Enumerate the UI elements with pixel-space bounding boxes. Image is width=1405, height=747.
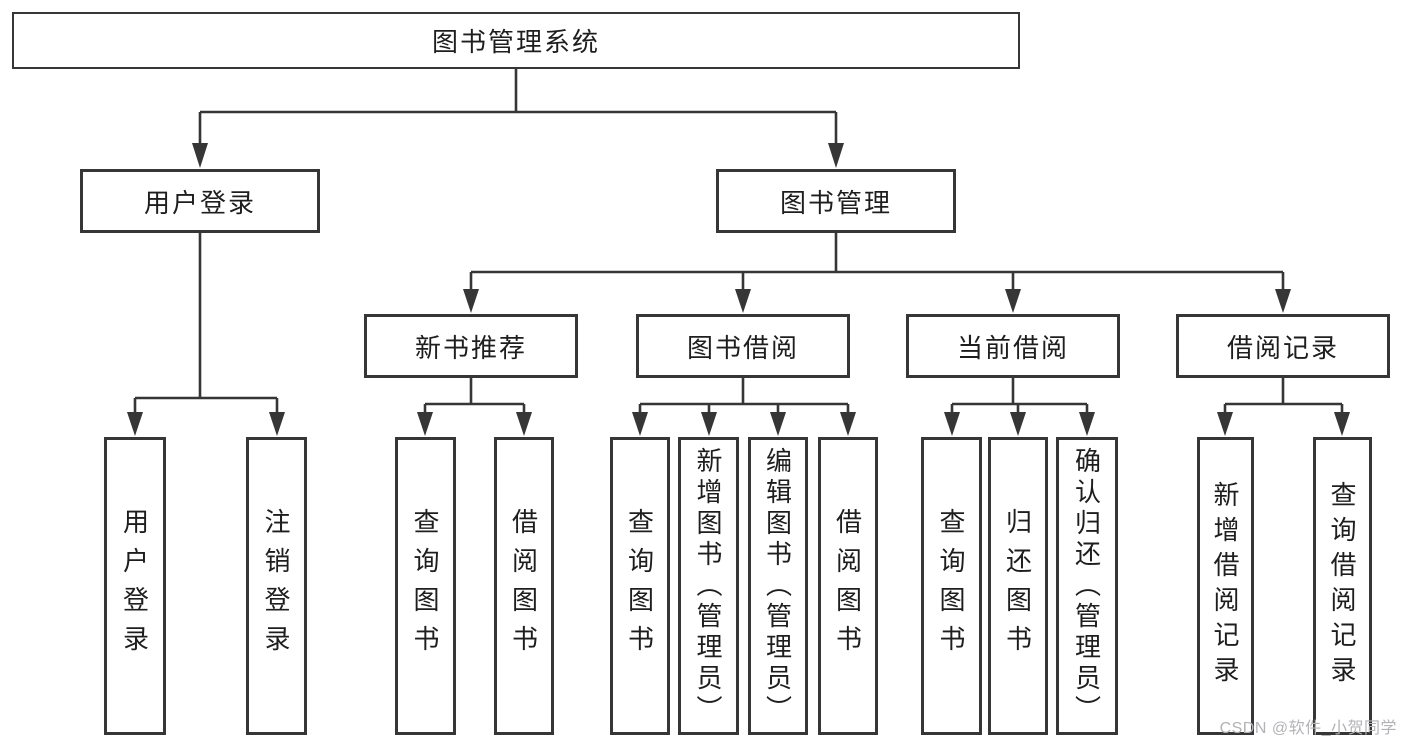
leaf-add-borrow-record: 新增借阅记录	[1197, 437, 1254, 735]
node-root-library-system: 图书管理系统	[12, 12, 1020, 69]
leaf-borrow-book: 借阅图书	[818, 437, 878, 735]
node-current-borrow: 当前借阅	[906, 314, 1120, 378]
node-book-borrow: 图书借阅	[636, 314, 850, 378]
leaf-edit-book-admin: 编辑图书（管理员）	[748, 437, 808, 735]
leaf-borrow-book-recommend: 借阅图书	[494, 437, 554, 735]
node-book-management: 图书管理	[716, 169, 956, 233]
node-borrow-record: 借阅记录	[1176, 314, 1390, 378]
leaf-query-borrow-record: 查询借阅记录	[1313, 437, 1372, 735]
node-new-book-recommend: 新书推荐	[364, 314, 578, 378]
leaf-query-book-recommend: 查询图书	[395, 437, 456, 735]
node-user-login: 用户登录	[80, 169, 320, 233]
edge-current-borrow-to-leaves	[944, 378, 1095, 436]
edge-borrow-record-to-leaves	[1217, 378, 1350, 436]
leaf-confirm-return-admin: 确认归还（管理员）	[1056, 437, 1118, 735]
leaf-query-book-current: 查询图书	[921, 437, 982, 735]
leaf-logout-login: 注销登录	[246, 437, 307, 735]
edge-book-management-to-level3	[463, 233, 1291, 313]
edge-user-login-to-leaves	[127, 233, 285, 436]
edge-book-borrow-to-leaves	[632, 378, 856, 436]
edge-root-to-level2	[192, 69, 844, 168]
edge-new-book-recommend-to-leaves	[417, 378, 532, 436]
leaf-user-login: 用户登录	[104, 437, 166, 735]
csdn-watermark: CSDN @软件_小贺同学	[1219, 720, 1397, 737]
leaf-add-book-admin: 新增图书（管理员）	[678, 437, 739, 735]
leaf-query-book-borrow: 查询图书	[610, 437, 670, 735]
leaf-return-book: 归还图书	[988, 437, 1048, 735]
